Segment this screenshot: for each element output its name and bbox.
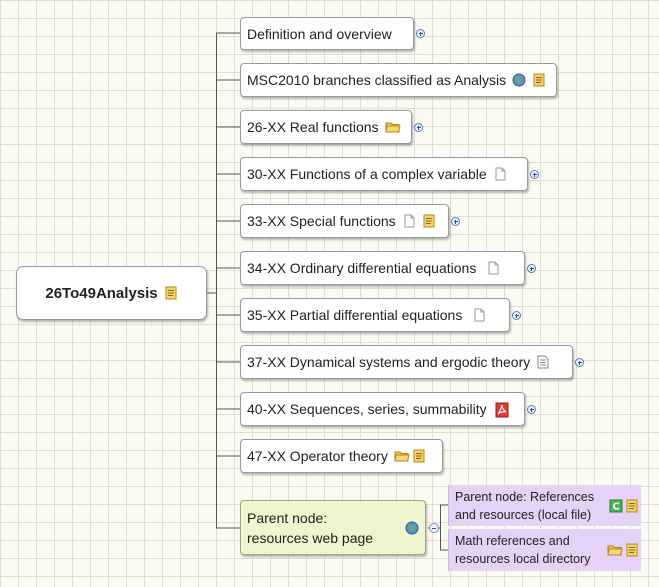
collapse-button[interactable] [429, 523, 439, 533]
topic-label: 47-XX Operator theory [247, 448, 388, 464]
c-badge-icon: C [609, 499, 623, 513]
expand-button[interactable] [527, 264, 536, 273]
subtopic-math-references-directory[interactable]: Math references and resources local dire… [448, 529, 641, 571]
document-icon [493, 167, 507, 181]
text-document-icon [536, 355, 550, 369]
root-topic-label: 26To49Analysis [45, 284, 158, 302]
topic-label: 40-XX Sequences, series, summability [247, 401, 487, 417]
expand-button[interactable] [527, 405, 536, 414]
expand-button[interactable] [512, 311, 521, 320]
globe-icon [512, 73, 526, 87]
subtopic-label: Parent node: References and resources (l… [455, 489, 594, 522]
note-icon [625, 499, 639, 513]
topic-parent-node-resources[interactable]: Parent node: resources web page [240, 500, 426, 555]
subtopic-references-local-file[interactable]: Parent node: References and resources (l… [448, 485, 641, 526]
topic-26xx-real-functions[interactable]: 26-XX Real functions [240, 110, 412, 144]
pdf-icon [495, 402, 509, 418]
topic-msc2010-branches[interactable]: MSC2010 branches classified as Analysis [240, 63, 557, 97]
folder-icon [394, 449, 410, 463]
note-icon [625, 543, 639, 557]
document-icon [402, 214, 416, 228]
topic-40xx-sequences[interactable]: 40-XX Sequences, series, summability [240, 392, 525, 426]
folder-icon [607, 543, 623, 557]
expand-button[interactable] [530, 170, 539, 179]
note-icon [422, 214, 436, 228]
topic-37xx-dynamical-systems[interactable]: 37-XX Dynamical systems and ergodic theo… [240, 345, 573, 379]
topic-label: Definition and overview [247, 25, 392, 42]
expand-button[interactable] [575, 358, 584, 367]
topic-label: Parent node: resources web page [247, 509, 374, 546]
topic-label: 33-XX Special functions [247, 213, 396, 229]
topic-33xx-special-functions[interactable]: 33-XX Special functions [240, 204, 449, 238]
topic-47xx-operator-theory[interactable]: 47-XX Operator theory [240, 439, 443, 473]
topic-34xx-ordinary-de[interactable]: 34-XX Ordinary differential equations [240, 251, 525, 285]
topic-label: 34-XX Ordinary differential equations [247, 260, 477, 276]
note-icon [532, 73, 546, 87]
topic-label: MSC2010 branches classified as Analysis [247, 72, 507, 88]
folder-icon [384, 120, 401, 134]
svg-text:C: C [612, 501, 619, 512]
globe-icon [405, 521, 419, 535]
expand-button[interactable] [416, 29, 425, 38]
root-topic[interactable]: 26To49Analysis [16, 266, 207, 320]
topic-label: 35-XX Partial differential equations [247, 307, 463, 323]
topic-35xx-partial-de[interactable]: 35-XX Partial differential equations [240, 298, 510, 332]
note-icon [164, 286, 178, 300]
expand-button[interactable] [451, 217, 460, 226]
subtopic-label: Math references and resources local dire… [455, 534, 591, 566]
topic-30xx-complex-variable[interactable]: 30-XX Functions of a complex variable [240, 157, 528, 191]
topic-label: 30-XX Functions of a complex variable [247, 166, 487, 182]
note-icon [412, 449, 426, 463]
document-icon [486, 261, 500, 275]
topic-definition-overview[interactable]: Definition and overview [240, 17, 414, 50]
topic-label: 37-XX Dynamical systems and ergodic theo… [247, 354, 531, 370]
expand-button[interactable] [414, 123, 423, 132]
topic-label: 26-XX Real functions [247, 119, 379, 135]
document-icon [472, 308, 486, 322]
